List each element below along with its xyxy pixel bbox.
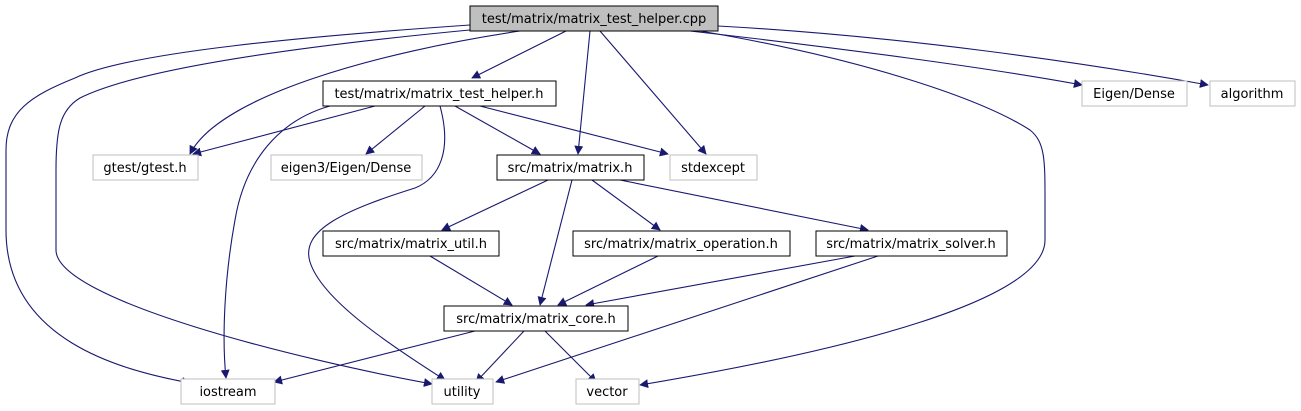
node-label: src/matrix/matrix_operation.h: [584, 237, 778, 252]
edge-root-to-stdexcept: [599, 30, 707, 155]
node-label: eigen3/Eigen/Dense: [281, 161, 411, 176]
node-box: [572, 230, 791, 257]
edge-root-to-helper-h: [471, 30, 567, 79]
node-eigen-dense[interactable]: Eigen/Dense: [1081, 80, 1188, 107]
node-vector[interactable]: vector: [575, 378, 640, 405]
node-box: [431, 378, 494, 405]
node-label: utility: [444, 385, 481, 400]
node-stdexcept[interactable]: stdexcept: [669, 154, 758, 181]
node-label: test/matrix/matrix_test_helper.h: [334, 87, 543, 102]
node-box: [496, 154, 645, 181]
edge-matrix-core-to-iostream: [273, 330, 476, 385]
node-box: [180, 378, 276, 405]
edge-matrix-h-to-matrix-solver: [619, 179, 869, 233]
edge-matrix-core-to-utility: [475, 330, 525, 383]
node-box: [575, 378, 640, 405]
edge-matrix-h-to-matrix-util: [441, 179, 549, 231]
edge-helper-h-to-iostream: [220, 105, 331, 379]
edge-matrix-core-to-vector: [544, 330, 597, 383]
node-label: stdexcept: [681, 161, 745, 176]
node-label: algorithm: [1221, 87, 1284, 102]
node-box: [1081, 80, 1188, 107]
node-box: [322, 80, 557, 107]
node-label: src/matrix/matrix_core.h: [456, 312, 616, 327]
node-root-file[interactable]: test/matrix/matrix_test_helper.cpp: [469, 5, 719, 32]
node-algorithm[interactable]: algorithm: [1209, 80, 1296, 107]
node-label: Eigen/Dense: [1093, 87, 1175, 102]
node-box: [669, 154, 758, 181]
node-box: [270, 154, 423, 181]
node-box: [815, 230, 1008, 257]
edge-matrix-util-to-matrix-core: [429, 255, 513, 306]
node-layer: test/matrix/matrix_test_helper.cpp test/…: [92, 5, 1296, 405]
node-label: iostream: [199, 385, 256, 400]
edge-matrix-solver-to-utility: [495, 255, 879, 384]
node-label: src/matrix/matrix.h: [508, 161, 633, 176]
node-label: src/matrix/matrix_util.h: [335, 237, 487, 252]
edge-helper-h-to-matrix-h: [454, 105, 541, 155]
node-box: [469, 5, 719, 32]
edge-root-to-iostream: [5, 24, 471, 386]
node-label: src/matrix/matrix_solver.h: [826, 237, 996, 252]
node-box: [92, 154, 199, 181]
edge-helper-h-to-stdexcept: [479, 105, 669, 157]
node-matrix-solver-h[interactable]: src/matrix/matrix_solver.h: [815, 230, 1008, 257]
node-box: [443, 305, 629, 332]
node-matrix-test-helper-h[interactable]: test/matrix/matrix_test_helper.h: [322, 80, 557, 107]
node-matrix-core-h[interactable]: src/matrix/matrix_core.h: [443, 305, 629, 332]
node-matrix-util-h[interactable]: src/matrix/matrix_util.h: [322, 230, 500, 257]
edge-matrix-operation-to-matrix-core: [557, 255, 659, 306]
node-eigen3-eigen-dense[interactable]: eigen3/Eigen/Dense: [270, 154, 423, 181]
node-label: gtest/gtest.h: [103, 161, 186, 176]
node-label: test/matrix/matrix_test_helper.cpp: [482, 12, 706, 27]
node-matrix-operation-h[interactable]: src/matrix/matrix_operation.h: [572, 230, 791, 257]
node-label: vector: [586, 385, 628, 400]
edge-root-to-eigen-dense: [689, 30, 1083, 88]
edge-root-to-matrix-h: [574, 30, 591, 155]
edge-matrix-h-to-matrix-core: [537, 179, 573, 306]
edge-root-to-vector: [639, 30, 1046, 389]
node-box: [1209, 80, 1296, 107]
edge-root-to-utility: [55, 28, 481, 387]
edge-matrix-solver-to-matrix-core: [585, 255, 856, 308]
edge-helper-h-to-eigen3-dense: [365, 105, 426, 155]
node-gtest-h[interactable]: gtest/gtest.h: [92, 154, 199, 181]
edge-matrix-h-to-matrix-operation: [591, 179, 661, 231]
edge-root-to-algorithm: [717, 25, 1209, 88]
node-utility[interactable]: utility: [431, 378, 494, 405]
node-box: [322, 230, 500, 257]
node-matrix-h[interactable]: src/matrix/matrix.h: [496, 154, 645, 181]
node-iostream[interactable]: iostream: [180, 378, 276, 405]
edge-helper-h-to-utility: [308, 105, 446, 381]
edge-layer: [5, 24, 1209, 389]
edge-root-to-gtest: [189, 30, 521, 155]
